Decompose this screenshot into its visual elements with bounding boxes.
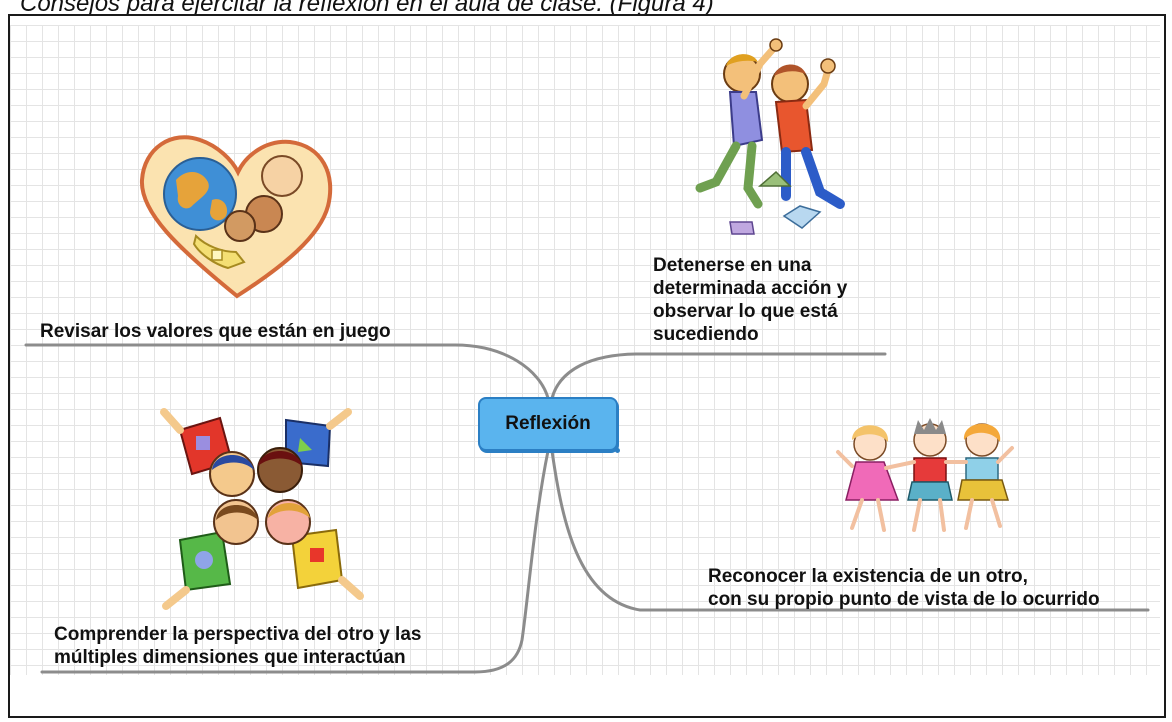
central-topic-label: Reflexión [505, 413, 591, 434]
connector-action [550, 352, 887, 400]
girl-right-hair [963, 423, 1001, 442]
fighter-right-arm [802, 66, 832, 110]
girl-left-hair [852, 425, 889, 442]
boy-middle-skirt [907, 481, 953, 501]
globe-land [176, 171, 209, 209]
child-blue-patch [298, 438, 312, 452]
fighter-left-leg-1 [695, 141, 741, 193]
girl-right-shirt [965, 457, 999, 481]
branch-label-action: Detenerse en una determinada acción y ob… [653, 255, 848, 345]
branch-label-values: Revisar los valores que están en juego [40, 321, 391, 342]
arm-2 [326, 408, 352, 430]
connector-recognize [550, 449, 1150, 612]
fighter-right-leg-2 [801, 147, 845, 209]
baby-head [261, 155, 303, 197]
figure-caption: Consejos para ejercitar la reflexión en … [20, 0, 714, 17]
three-children-illustration [836, 418, 1014, 532]
fighter-left-leg-2 [743, 141, 763, 209]
girl-left-dress [845, 461, 900, 501]
boy-middle-legs [912, 498, 946, 532]
fighter-right-fist [820, 58, 836, 74]
arm-3 [162, 586, 190, 610]
child-hair-1 [212, 455, 254, 470]
branch-label-perspective: Comprender la perspectiva del otro y las… [54, 624, 422, 668]
branch-label-recognize: Reconocer la existencia de un otro, con … [708, 566, 1100, 610]
fighter-left-shirt [728, 91, 764, 148]
heart-world-illustration [139, 135, 333, 299]
girl-left-legs [850, 498, 886, 532]
boy-middle-hair [914, 418, 946, 434]
fighter-left-hair [726, 54, 758, 66]
fighter-right-shirt [774, 98, 814, 154]
child-hair-4 [268, 503, 310, 518]
child-head [224, 210, 256, 242]
girl-right-skirt [957, 479, 1010, 501]
connector-values [24, 343, 550, 400]
tag [211, 249, 223, 261]
girl-right-legs [964, 498, 1002, 530]
child-green-patch [195, 551, 213, 569]
fighter-right-hair [774, 64, 806, 76]
child-hair-3 [216, 505, 258, 520]
connectors [24, 343, 1150, 674]
book-blue [782, 205, 822, 229]
book-purple [729, 221, 755, 235]
fighter-left-arm [740, 44, 778, 100]
child-yellow-patch [310, 548, 324, 562]
central-topic-node[interactable]: Reflexión [478, 397, 620, 453]
fighter-left-fist [769, 38, 783, 52]
children-circle-illustration [160, 408, 364, 610]
child-red-patch [196, 436, 210, 450]
boy-middle-shirt [913, 457, 947, 483]
connector-perspective [40, 449, 550, 674]
child-hair-2 [258, 451, 302, 466]
book-green [758, 170, 792, 187]
node-handle-dot[interactable] [615, 448, 620, 453]
arm-4 [338, 576, 364, 600]
arm-1 [160, 408, 184, 434]
globe-land-2 [210, 199, 228, 221]
joined-arms [836, 446, 1014, 470]
children-fighting-illustration [695, 38, 845, 235]
